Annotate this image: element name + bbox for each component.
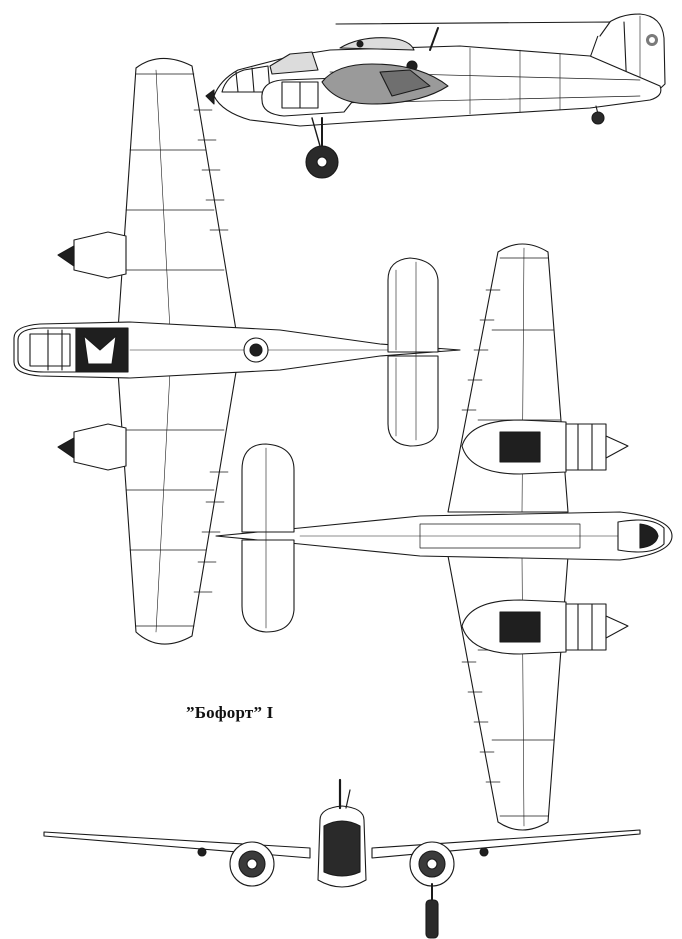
aircraft-caption: ”Бофорт” I — [186, 703, 274, 722]
side-view — [205, 13, 666, 179]
top-view — [13, 57, 461, 645]
top-right-wing — [117, 371, 237, 645]
front-view — [43, 778, 641, 939]
top-left-wing — [117, 57, 237, 331]
bottom-view — [215, 243, 673, 831]
